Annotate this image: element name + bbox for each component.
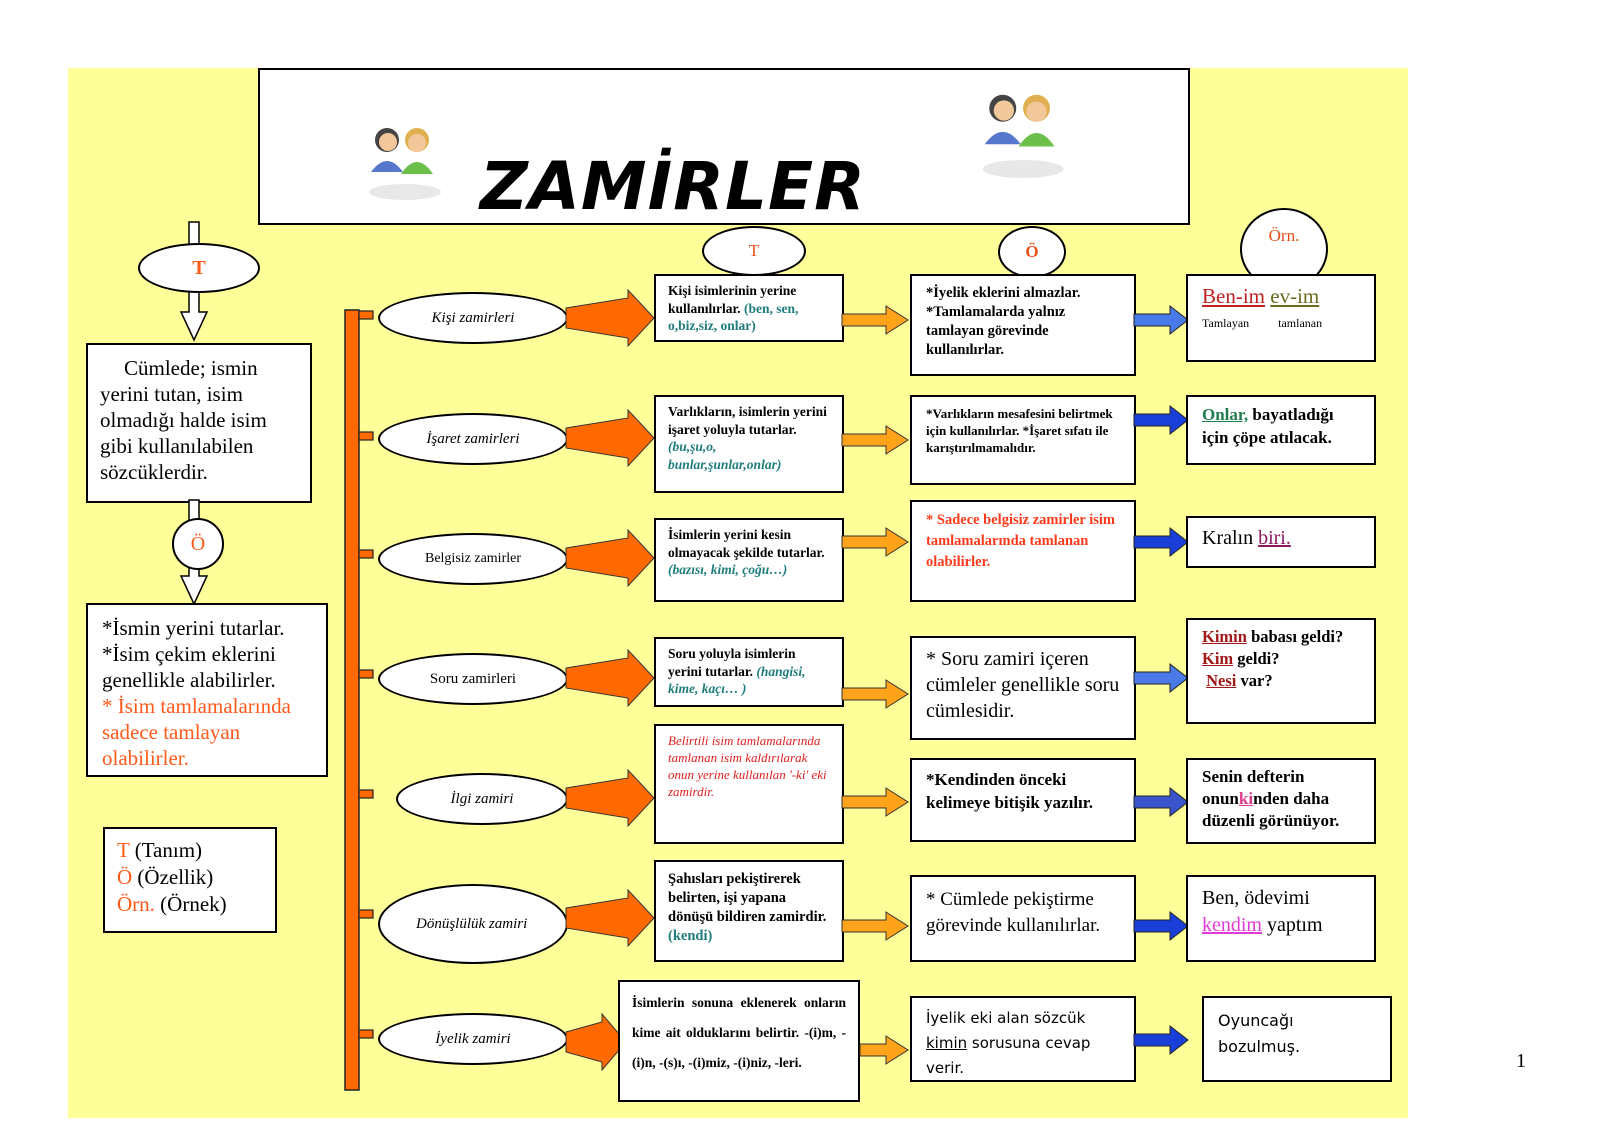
pronoun-oval-iyelik: İyelik zamiri xyxy=(378,1013,568,1065)
definition-box: Cümlede; ismin yerini tutan, isim olmadı… xyxy=(86,343,312,503)
people-icon xyxy=(982,94,1064,178)
definition-box-kisi: Kişi isimlerinin yerine kullanılırlar. (… xyxy=(654,274,844,342)
orange-arrows xyxy=(841,305,909,1065)
definition-oval: T xyxy=(138,243,260,293)
pronoun-oval-ilgi: İlgi zamiri xyxy=(396,773,568,825)
definition-box-soru: Soru yoluyla isimlerin yerini tutarlar. … xyxy=(654,637,844,707)
orange-arrows xyxy=(565,288,655,1072)
example-box-donusluluk: Ben, ödevimi kendim yaptım xyxy=(1186,875,1376,962)
blue-arrows xyxy=(1133,304,1189,1056)
legend-item: T (Tanım) xyxy=(117,838,203,862)
pronoun-oval-kisi: Kişi zamirleri xyxy=(378,292,568,344)
example-box-soru: Kimin babası geldi? Kim geldi? Nesi var? xyxy=(1186,618,1376,724)
pronoun-oval-belgisiz: Belgisiz zamirler xyxy=(378,533,568,585)
feature-box-kisi: *İyelik eklerini almazlar. *Tamlamalarda… xyxy=(910,274,1136,376)
legend-box: T (Tanım) Ö (Özellik) Örn. (Örnek) xyxy=(103,827,277,933)
pronoun-oval-soru: Soru zamirleri xyxy=(378,653,568,705)
feature-line: *İsim çekim eklerini genellikle alabilir… xyxy=(102,642,276,692)
example-box-isaret: Onlar, bayatladığı için çöpe atılacak. xyxy=(1186,395,1376,465)
column-header-t: T xyxy=(702,226,806,276)
feature-box-soru: * Soru zamiri içeren cümleler genellikle… xyxy=(910,636,1136,740)
definition-box-ilgi: Belirtili isim tamlamalarında tamlanan i… xyxy=(654,724,844,844)
example-box-iyelik: Oyuncağı bozulmuş. xyxy=(1202,996,1392,1082)
feature-line: * İsim tamlamalarında sadece tamlayan ol… xyxy=(102,694,291,770)
legend-item: Örn. (Örnek) xyxy=(117,892,227,916)
pronoun-oval-isaret: İşaret zamirleri xyxy=(378,413,568,465)
definition-box-belgisiz: İsimlerin yerini kesin olmayacak şekilde… xyxy=(654,518,844,602)
page-number: 1 xyxy=(1516,1050,1526,1072)
legend-item: Ö (Özellik) xyxy=(117,865,214,889)
pronoun-oval-donusluluk: Dönüşlülük zamiri xyxy=(378,884,568,964)
feature-box-ilgi: *Kendinden önceki kelimeye bitişik yazıl… xyxy=(910,758,1136,842)
definition-box-isaret: Varlıkların, isimlerin yerini işaret yol… xyxy=(654,395,844,493)
page-title: ZAMİRLER xyxy=(480,148,866,225)
people-icon xyxy=(369,128,441,200)
column-header-o: Ö xyxy=(998,226,1066,278)
example-box-ilgi: Senin defterin onunkinden daha düzenli g… xyxy=(1186,758,1376,844)
feature-box-isaret: *Varlıkların mesafesini belirtmek için k… xyxy=(910,395,1136,485)
example-box-belgisiz: Kralın biri. xyxy=(1186,516,1376,568)
feature-box-iyelik: İyelik eki alan sözcük kimin sorusuna ce… xyxy=(910,996,1136,1082)
feature-oval: Ö xyxy=(172,518,224,570)
definition-box-donusluluk: Şahısları pekiştirerek belirten, işi yap… xyxy=(654,860,844,962)
feature-box-donusluluk: * Cümlede pekiştirme görevinde kullanılı… xyxy=(910,875,1136,962)
connector-lines xyxy=(344,309,374,1091)
example-box-kisi: Ben-im ev-im Tamlayan tamlanan xyxy=(1186,274,1376,362)
definition-box-iyelik: İsimlerin sonuna eklenerek onların kime … xyxy=(618,980,860,1102)
feature-line: *İsmin yerini tutarlar. xyxy=(102,616,285,640)
features-box: *İsmin yerini tutarlar. *İsim çekim ekle… xyxy=(86,603,328,777)
feature-box-belgisiz: * Sadece belgisiz zamirler isim tamlamal… xyxy=(910,500,1136,602)
